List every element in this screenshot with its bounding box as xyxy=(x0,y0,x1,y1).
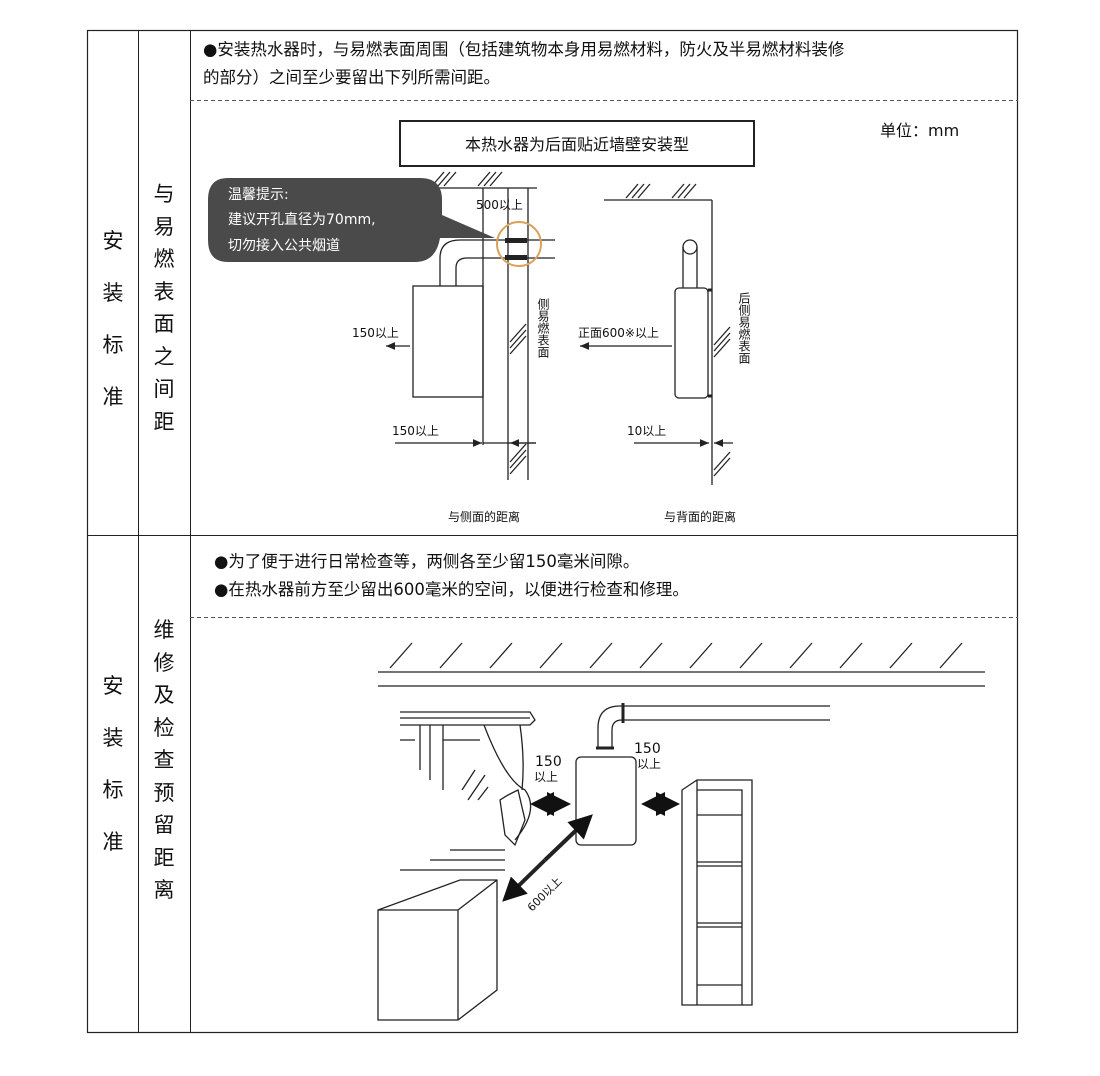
tip-line: 建议开孔直径为70mm, xyxy=(228,211,376,228)
tip-bubble: 温馨提示: 建议开孔直径为70mm, 切勿接入公共烟道 xyxy=(208,178,495,262)
unit-label: 单位：mm xyxy=(880,121,959,140)
shelf-unit xyxy=(681,779,753,1006)
left-clearance-value: 150 xyxy=(535,754,562,770)
back-caption: 与背面的距离 xyxy=(664,509,736,524)
note-line: ●安装热水器时，与易燃表面周围（包括建筑物本身用易燃材料，防火及半易燃材料装修 xyxy=(203,40,845,59)
side-surface-label: 侧易燃表面 xyxy=(536,298,550,358)
water-heater-front xyxy=(412,285,484,398)
right-clearance-unit: 以上 xyxy=(637,757,661,771)
vent-hole-highlight xyxy=(496,221,542,267)
window-curtain xyxy=(400,711,536,871)
section1-category: 安装标准 xyxy=(102,229,124,409)
side-view: 500以上 150以上 150以上 侧易燃表面 与侧面的距离 xyxy=(352,171,555,524)
left-clearance-label: 150以上 xyxy=(352,326,399,340)
left-clearance-unit: 以上 xyxy=(534,770,558,784)
tip-title: 温馨提示: xyxy=(228,187,289,203)
water-heater-side xyxy=(674,287,709,399)
cabinet-box xyxy=(377,879,498,1021)
section2-subcategory: 维修及检查预留距离 xyxy=(153,618,175,902)
top-clearance-label: 500以上 xyxy=(476,198,523,212)
section2-note: ●为了便于进行日常检查等，两侧各至少留150毫米间隙。 ●在热水器前方至少留出6… xyxy=(214,548,689,604)
note-line: ●为了便于进行日常检查等，两侧各至少留150毫米间隙。 xyxy=(214,552,640,571)
section1-subcategory: 与易燃表面之间距 xyxy=(153,182,175,434)
front-clearance-label: 600以上 xyxy=(525,875,565,915)
tip-line: 切勿接入公共烟道 xyxy=(228,237,340,254)
back-clearance-label: 10以上 xyxy=(627,424,666,438)
diagram-title-box xyxy=(399,120,755,167)
note-line: ●在热水器前方至少留出600毫米的空间，以便进行检查和修理。 xyxy=(214,580,689,599)
front-clearance-label: 正面600※以上 xyxy=(578,326,659,340)
pipe xyxy=(596,703,830,750)
side-clearance-label: 150以上 xyxy=(392,424,439,438)
section1-note: ●安装热水器时，与易燃表面周围（包括建筑物本身用易燃材料，防火及半易燃材料装修 … xyxy=(203,36,844,92)
back-surface-label: 后侧易燃表面 xyxy=(737,292,751,364)
ceiling xyxy=(378,642,985,687)
diagram-title: 本热水器为后面贴近墙壁安装型 xyxy=(465,135,689,154)
note-line: 的部分）之间至少要留出下列所需间距。 xyxy=(203,68,500,87)
back-view: 正面600※以上 10以上 后侧易燃表面 与背面的距离 xyxy=(578,183,751,524)
side-caption: 与侧面的距离 xyxy=(448,509,520,524)
section2-category: 安装标准 xyxy=(102,674,124,854)
right-clearance-value: 150 xyxy=(634,741,661,757)
water-heater xyxy=(575,756,637,846)
clearance-arrows xyxy=(502,792,680,902)
